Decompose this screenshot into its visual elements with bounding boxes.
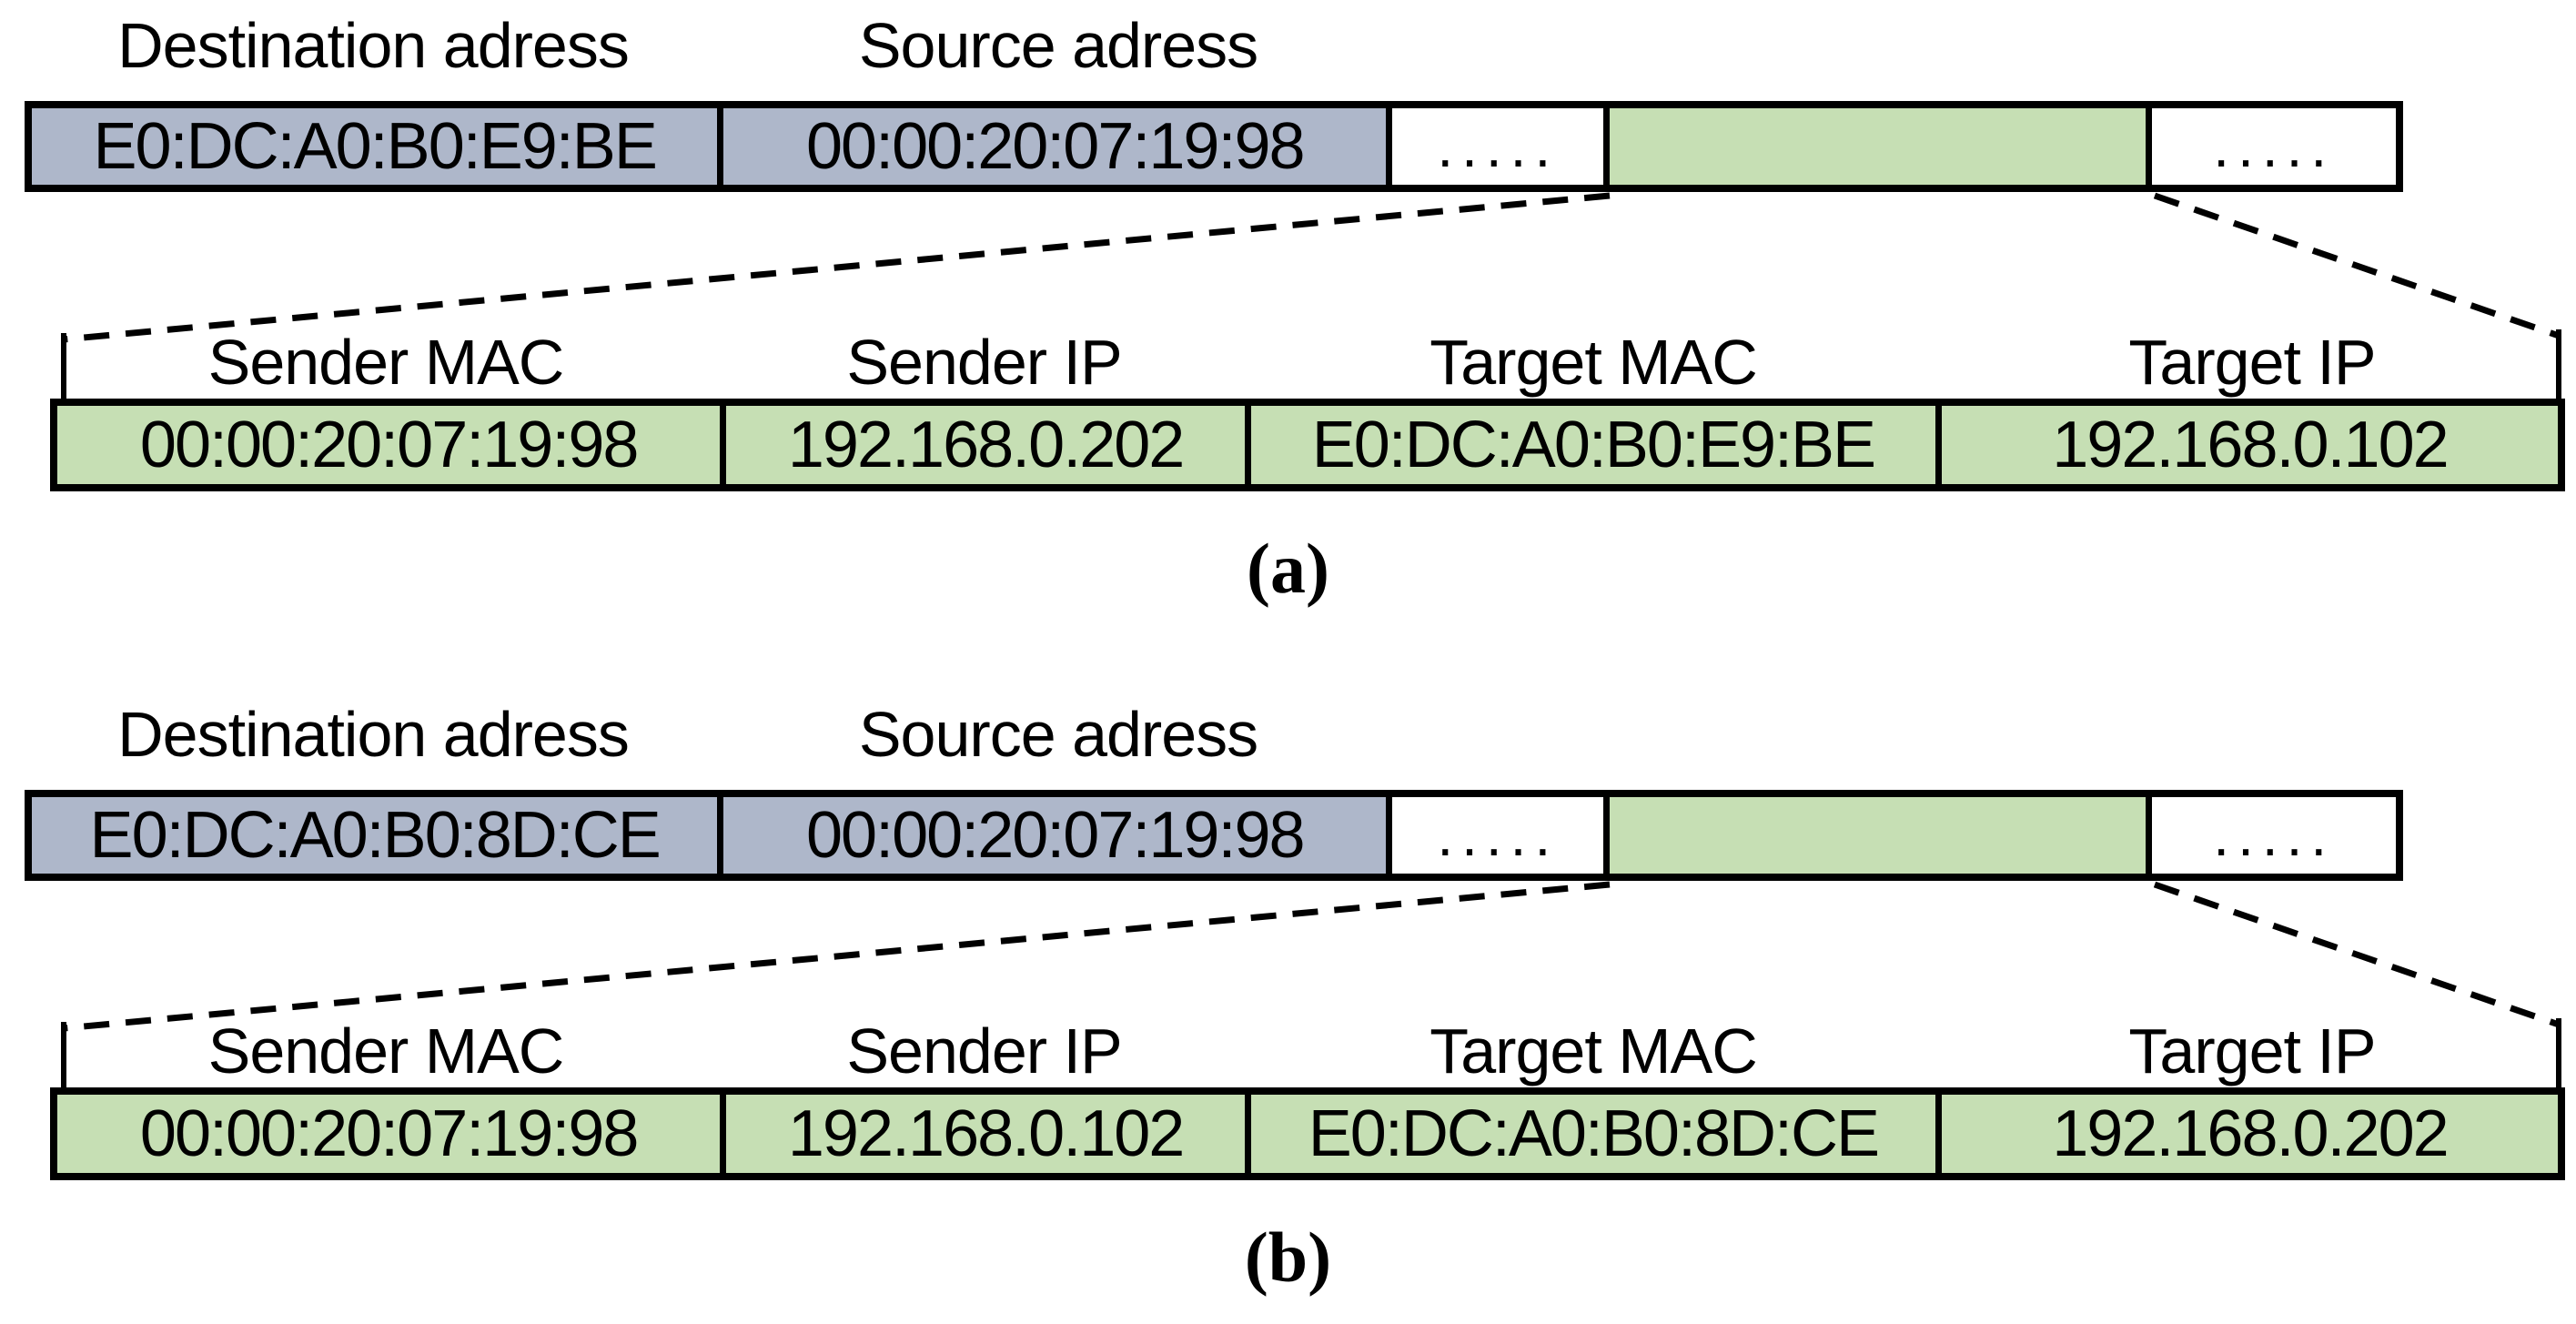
arp-payload-cell xyxy=(1610,108,2147,185)
panel-a: Destination adress Source adress E0:DC:A… xyxy=(0,0,2576,648)
sender-mac-label: Sender MAC xyxy=(207,327,565,398)
panel-b: Destination adress Source adress E0:DC:A… xyxy=(0,689,2576,1324)
sender-mac-label: Sender MAC xyxy=(207,1016,565,1086)
ellipsis-cell: ..... xyxy=(1392,108,1604,185)
target-mac-label: Target MAC xyxy=(1429,1016,1758,1086)
sender-ip-label: Sender IP xyxy=(846,327,1122,398)
sender-ip-label: Sender IP xyxy=(846,1016,1122,1086)
target-mac-value: E0:DC:A0:B0:8D:CE xyxy=(1250,1095,1935,1173)
target-ip-value: 192.168.0.102 xyxy=(1941,406,2558,484)
target-ip-value: 192.168.0.202 xyxy=(1941,1095,2558,1173)
sender-mac-value: 00:00:20:07:19:98 xyxy=(57,1095,721,1173)
source-mac-cell: 00:00:20:07:19:98 xyxy=(723,797,1387,874)
sender-ip-value: 192.168.0.202 xyxy=(726,406,1245,484)
destination-address-label: Destination adress xyxy=(117,10,630,81)
ellipsis-cell: ..... xyxy=(1392,797,1604,874)
arp-payload-bar: 00:00:20:07:19:98 192.168.0.102 E0:DC:A0… xyxy=(50,1087,2565,1180)
arp-payload-bar: 00:00:20:07:19:98 192.168.0.202 E0:DC:A0… xyxy=(50,399,2565,491)
sender-ip-value: 192.168.0.102 xyxy=(726,1095,1245,1173)
destination-address-label: Destination adress xyxy=(117,699,630,770)
target-ip-label: Target IP xyxy=(2128,327,2376,398)
ellipsis-cell: ..... xyxy=(2152,797,2396,874)
ethernet-frame-bar: E0:DC:A0:B0:8D:CE 00:00:20:07:19:98 ....… xyxy=(25,790,2403,881)
target-mac-label: Target MAC xyxy=(1429,327,1758,398)
destination-mac-cell: E0:DC:A0:B0:8D:CE xyxy=(32,797,718,874)
ethernet-frame-bar: E0:DC:A0:B0:E9:BE 00:00:20:07:19:98 ....… xyxy=(25,101,2403,192)
caption-b: (b) xyxy=(1244,1218,1332,1297)
arp-payload-cell xyxy=(1610,797,2147,874)
destination-mac-cell: E0:DC:A0:B0:E9:BE xyxy=(32,108,718,185)
ellipsis-cell: ..... xyxy=(2152,108,2396,185)
target-ip-label: Target IP xyxy=(2128,1016,2376,1086)
target-mac-value: E0:DC:A0:B0:E9:BE xyxy=(1250,406,1935,484)
source-mac-cell: 00:00:20:07:19:98 xyxy=(723,108,1387,185)
source-address-label: Source adress xyxy=(858,10,1258,81)
caption-a: (a) xyxy=(1247,529,1329,608)
sender-mac-value: 00:00:20:07:19:98 xyxy=(57,406,721,484)
source-address-label: Source adress xyxy=(858,699,1258,770)
